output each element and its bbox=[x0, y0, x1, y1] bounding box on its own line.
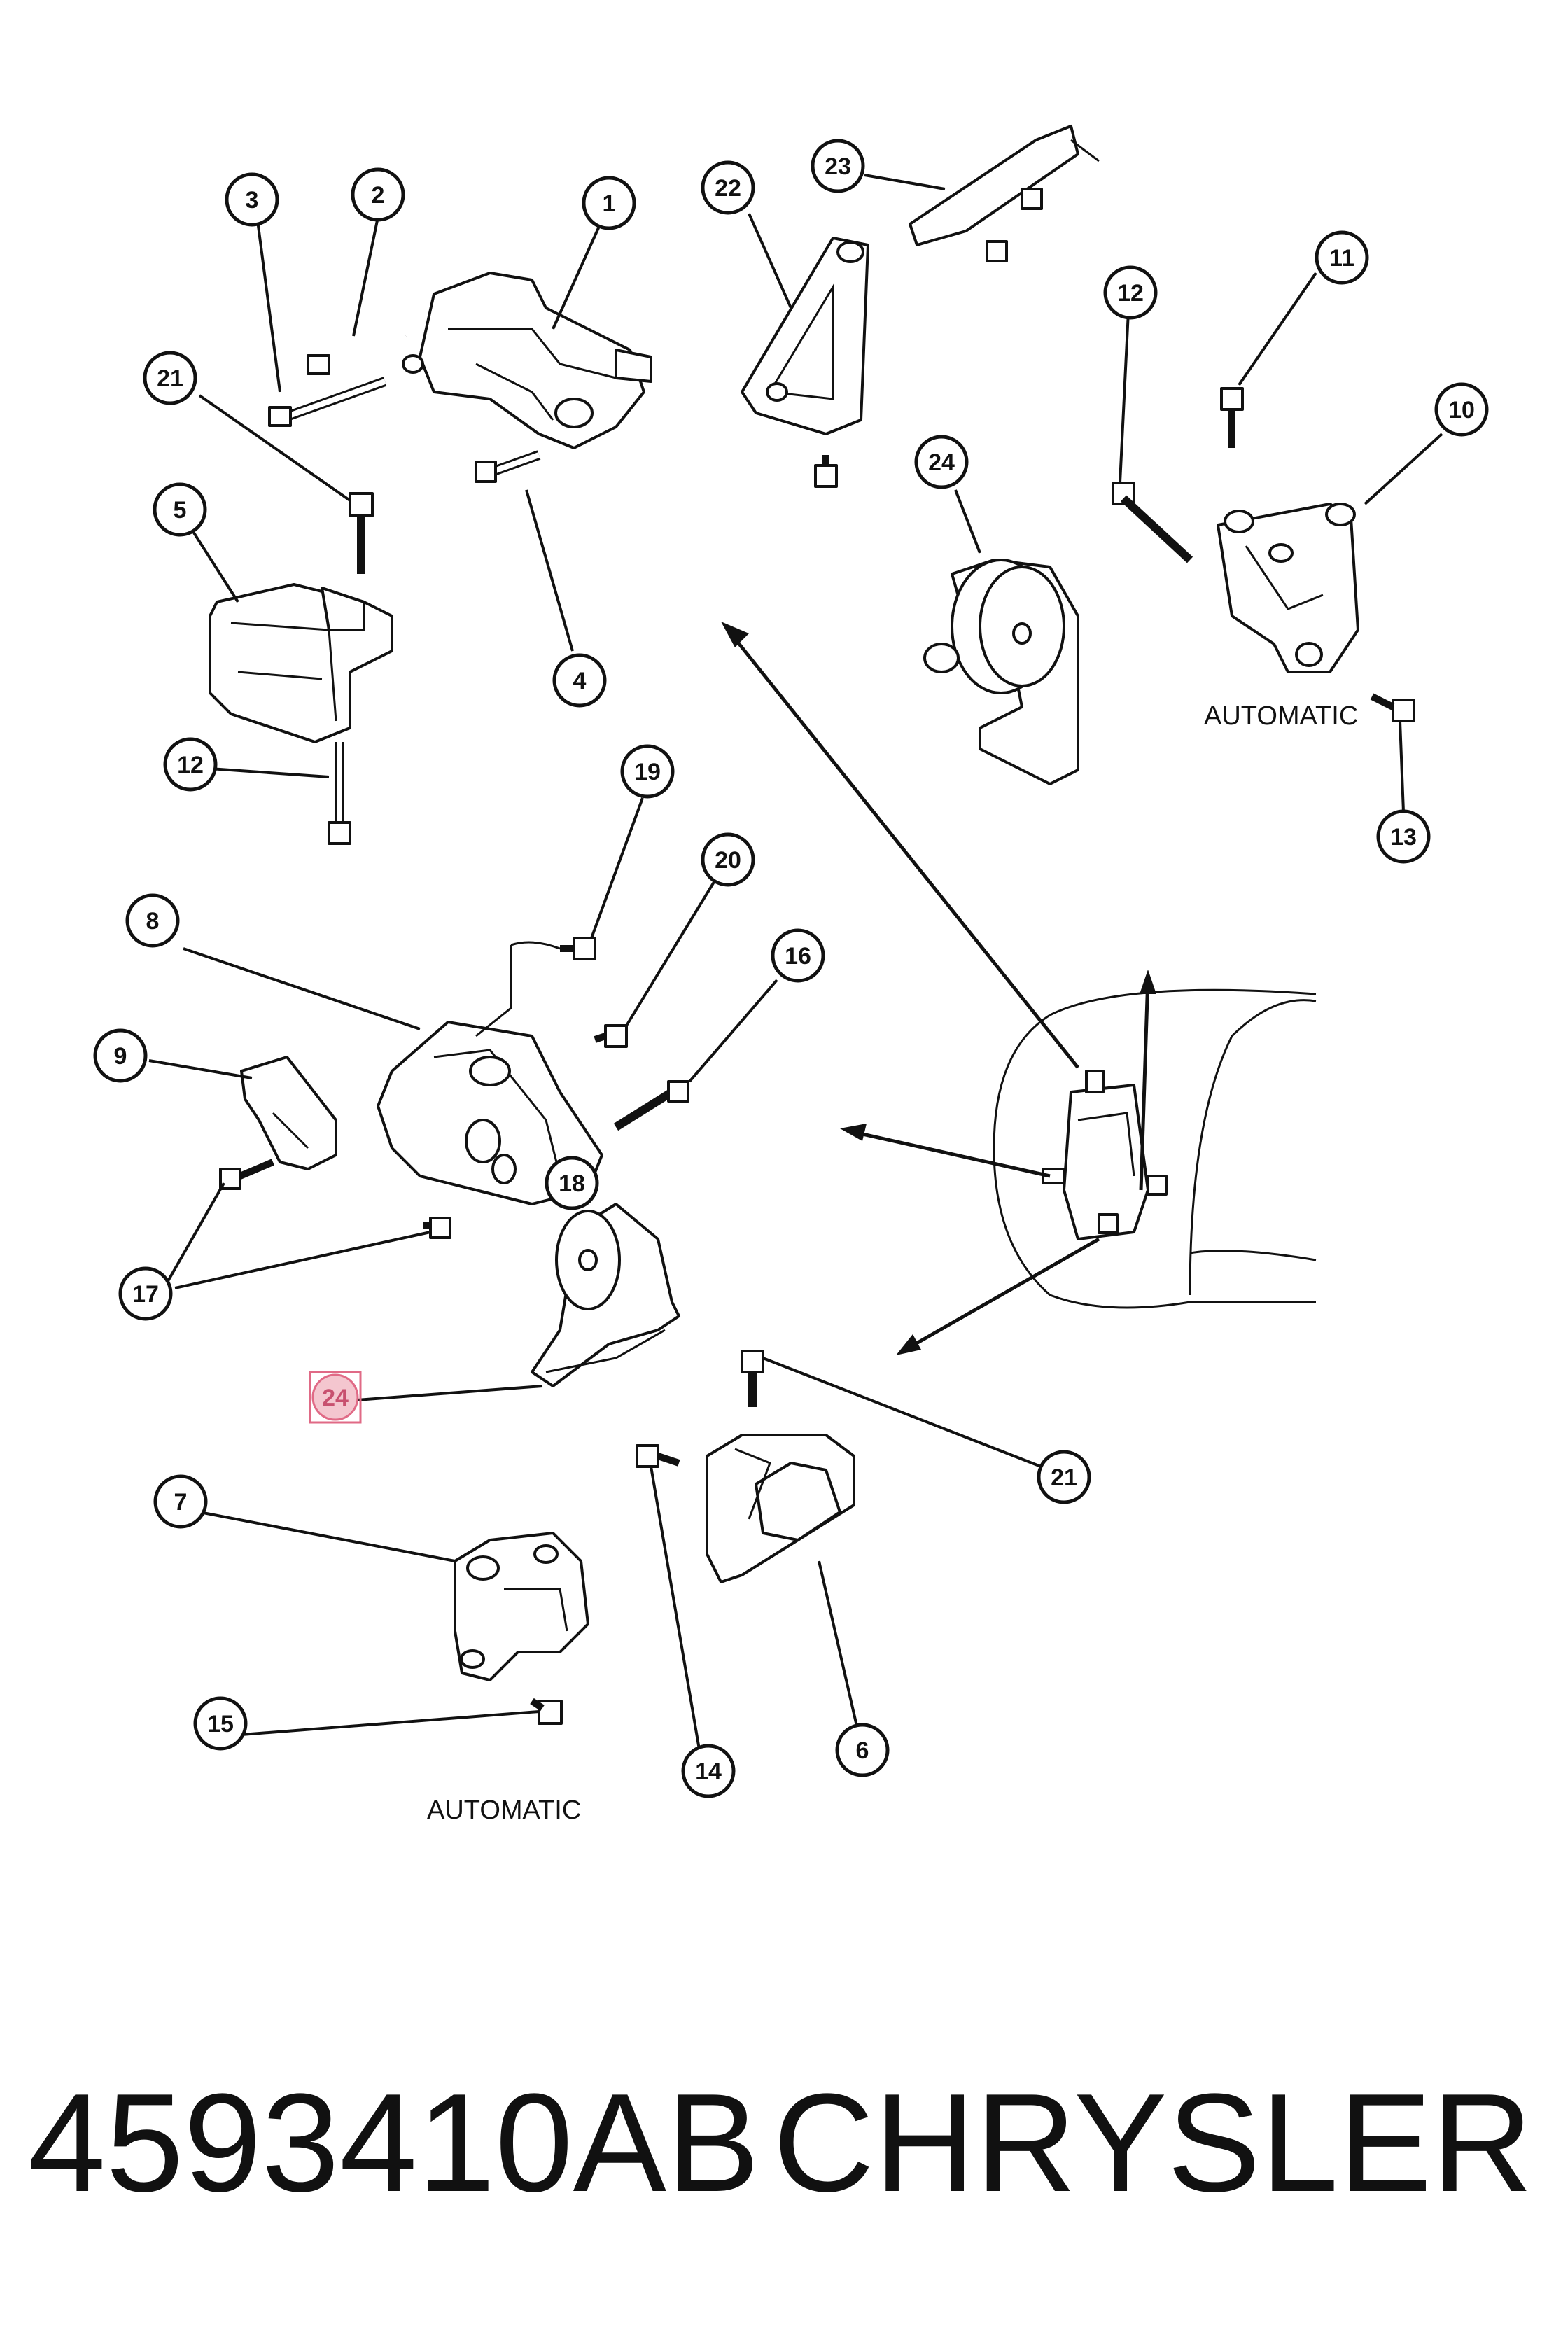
callout-21-bottom: 21 bbox=[1037, 1450, 1091, 1504]
bolt-12-left-drawing bbox=[328, 742, 351, 845]
callout-12-right: 12 bbox=[1103, 265, 1158, 320]
callout-16: 16 bbox=[771, 928, 825, 983]
mount-24-top-drawing bbox=[923, 559, 1079, 785]
callout-24-highlighted[interactable]: 24 bbox=[309, 1371, 362, 1424]
callout-12-left: 12 bbox=[163, 737, 218, 792]
callout-1: 1 bbox=[582, 176, 636, 230]
callout-label: 14 bbox=[695, 1758, 722, 1785]
callout-label: 22 bbox=[715, 175, 741, 202]
callout-label: 17 bbox=[132, 1281, 159, 1308]
callout-label: 6 bbox=[856, 1737, 869, 1764]
callout-label: 13 bbox=[1390, 824, 1417, 850]
callout-18: 18 bbox=[545, 1156, 599, 1210]
direction-arrows bbox=[721, 622, 1156, 1355]
callout-label: 3 bbox=[246, 187, 259, 214]
strut-23-drawing bbox=[909, 125, 1100, 262]
bracket-8-drawing bbox=[377, 941, 603, 1205]
engine-mount-6-drawing bbox=[636, 1350, 855, 1583]
callout-4: 4 bbox=[552, 653, 607, 708]
callout-10: 10 bbox=[1434, 382, 1489, 437]
mount-24-bottom-drawing bbox=[531, 1203, 680, 1387]
callout-19: 19 bbox=[620, 744, 675, 799]
callout-label: 24 bbox=[322, 1385, 349, 1411]
insulator-9-drawing bbox=[240, 1056, 337, 1170]
callout-label: 23 bbox=[825, 153, 851, 180]
part-number: 4593410AB bbox=[28, 2065, 760, 2221]
leader-lines bbox=[148, 174, 1443, 1754]
bolt-12-right-drawing bbox=[1112, 482, 1194, 564]
callout-label: 8 bbox=[146, 908, 160, 934]
vehicle-overview-drawing bbox=[993, 988, 1317, 1309]
callout-label: 7 bbox=[174, 1489, 188, 1516]
callout-17: 17 bbox=[118, 1266, 173, 1321]
callout-label: 12 bbox=[1117, 280, 1144, 307]
bracket-10-drawing bbox=[1217, 503, 1359, 673]
callout-label: 4 bbox=[573, 668, 587, 694]
callout-label: 1 bbox=[603, 190, 616, 217]
bolt-21-top-drawing bbox=[349, 492, 374, 574]
callout-7: 7 bbox=[153, 1474, 208, 1529]
callout-label: 24 bbox=[928, 449, 955, 476]
callout-2: 2 bbox=[351, 167, 405, 222]
callout-label: 9 bbox=[114, 1043, 127, 1070]
callout-6: 6 bbox=[835, 1723, 890, 1777]
brand-name: CHRYSLER bbox=[773, 2065, 1533, 2221]
callout-14: 14 bbox=[681, 1744, 736, 1798]
callout-label: 11 bbox=[1329, 245, 1354, 272]
callout-15: 15 bbox=[193, 1696, 248, 1751]
callout-label: 20 bbox=[715, 847, 741, 874]
bolt-2-drawing bbox=[307, 333, 407, 375]
callout-9: 9 bbox=[93, 1028, 148, 1083]
engine-mount-7-drawing bbox=[454, 1532, 589, 1725]
callout-label: 18 bbox=[559, 1170, 585, 1197]
bolt-4-drawing bbox=[475, 450, 541, 483]
bolt-3-drawing bbox=[268, 377, 387, 427]
callout-label: 16 bbox=[785, 943, 811, 969]
bolt-20-drawing bbox=[594, 1024, 628, 1048]
callout-23: 23 bbox=[811, 139, 865, 193]
bolt-19-drawing bbox=[560, 937, 596, 960]
automatic-label-top: AUTOMATIC bbox=[1204, 701, 1358, 731]
callout-5: 5 bbox=[153, 482, 207, 537]
bolt-16-drawing bbox=[613, 1080, 690, 1131]
callout-label: 2 bbox=[372, 182, 385, 209]
callout-label: 21 bbox=[157, 365, 183, 392]
callout-label: 15 bbox=[207, 1711, 234, 1737]
callout-22: 22 bbox=[701, 160, 755, 215]
callout-label: 21 bbox=[1051, 1464, 1077, 1491]
callout-13: 13 bbox=[1376, 809, 1431, 864]
callout-label: 10 bbox=[1448, 397, 1475, 424]
bolt-13-drawing bbox=[1370, 693, 1415, 722]
callout-21-top: 21 bbox=[143, 351, 197, 405]
callout-20: 20 bbox=[701, 832, 755, 887]
bracket-22-drawing bbox=[741, 237, 869, 488]
callout-8: 8 bbox=[125, 893, 180, 948]
automatic-label-bottom: AUTOMATIC bbox=[427, 1795, 581, 1825]
callout-24-top: 24 bbox=[914, 435, 969, 489]
engine-mount-1-drawing bbox=[402, 272, 652, 449]
callout-label: 19 bbox=[634, 759, 661, 785]
callout-3: 3 bbox=[225, 172, 279, 227]
callout-label: 12 bbox=[177, 752, 204, 778]
callout-11: 11 bbox=[1315, 230, 1369, 285]
callout-label: 5 bbox=[174, 497, 187, 524]
engine-mount-5-drawing bbox=[209, 583, 393, 743]
bolt-11-drawing bbox=[1220, 387, 1244, 448]
